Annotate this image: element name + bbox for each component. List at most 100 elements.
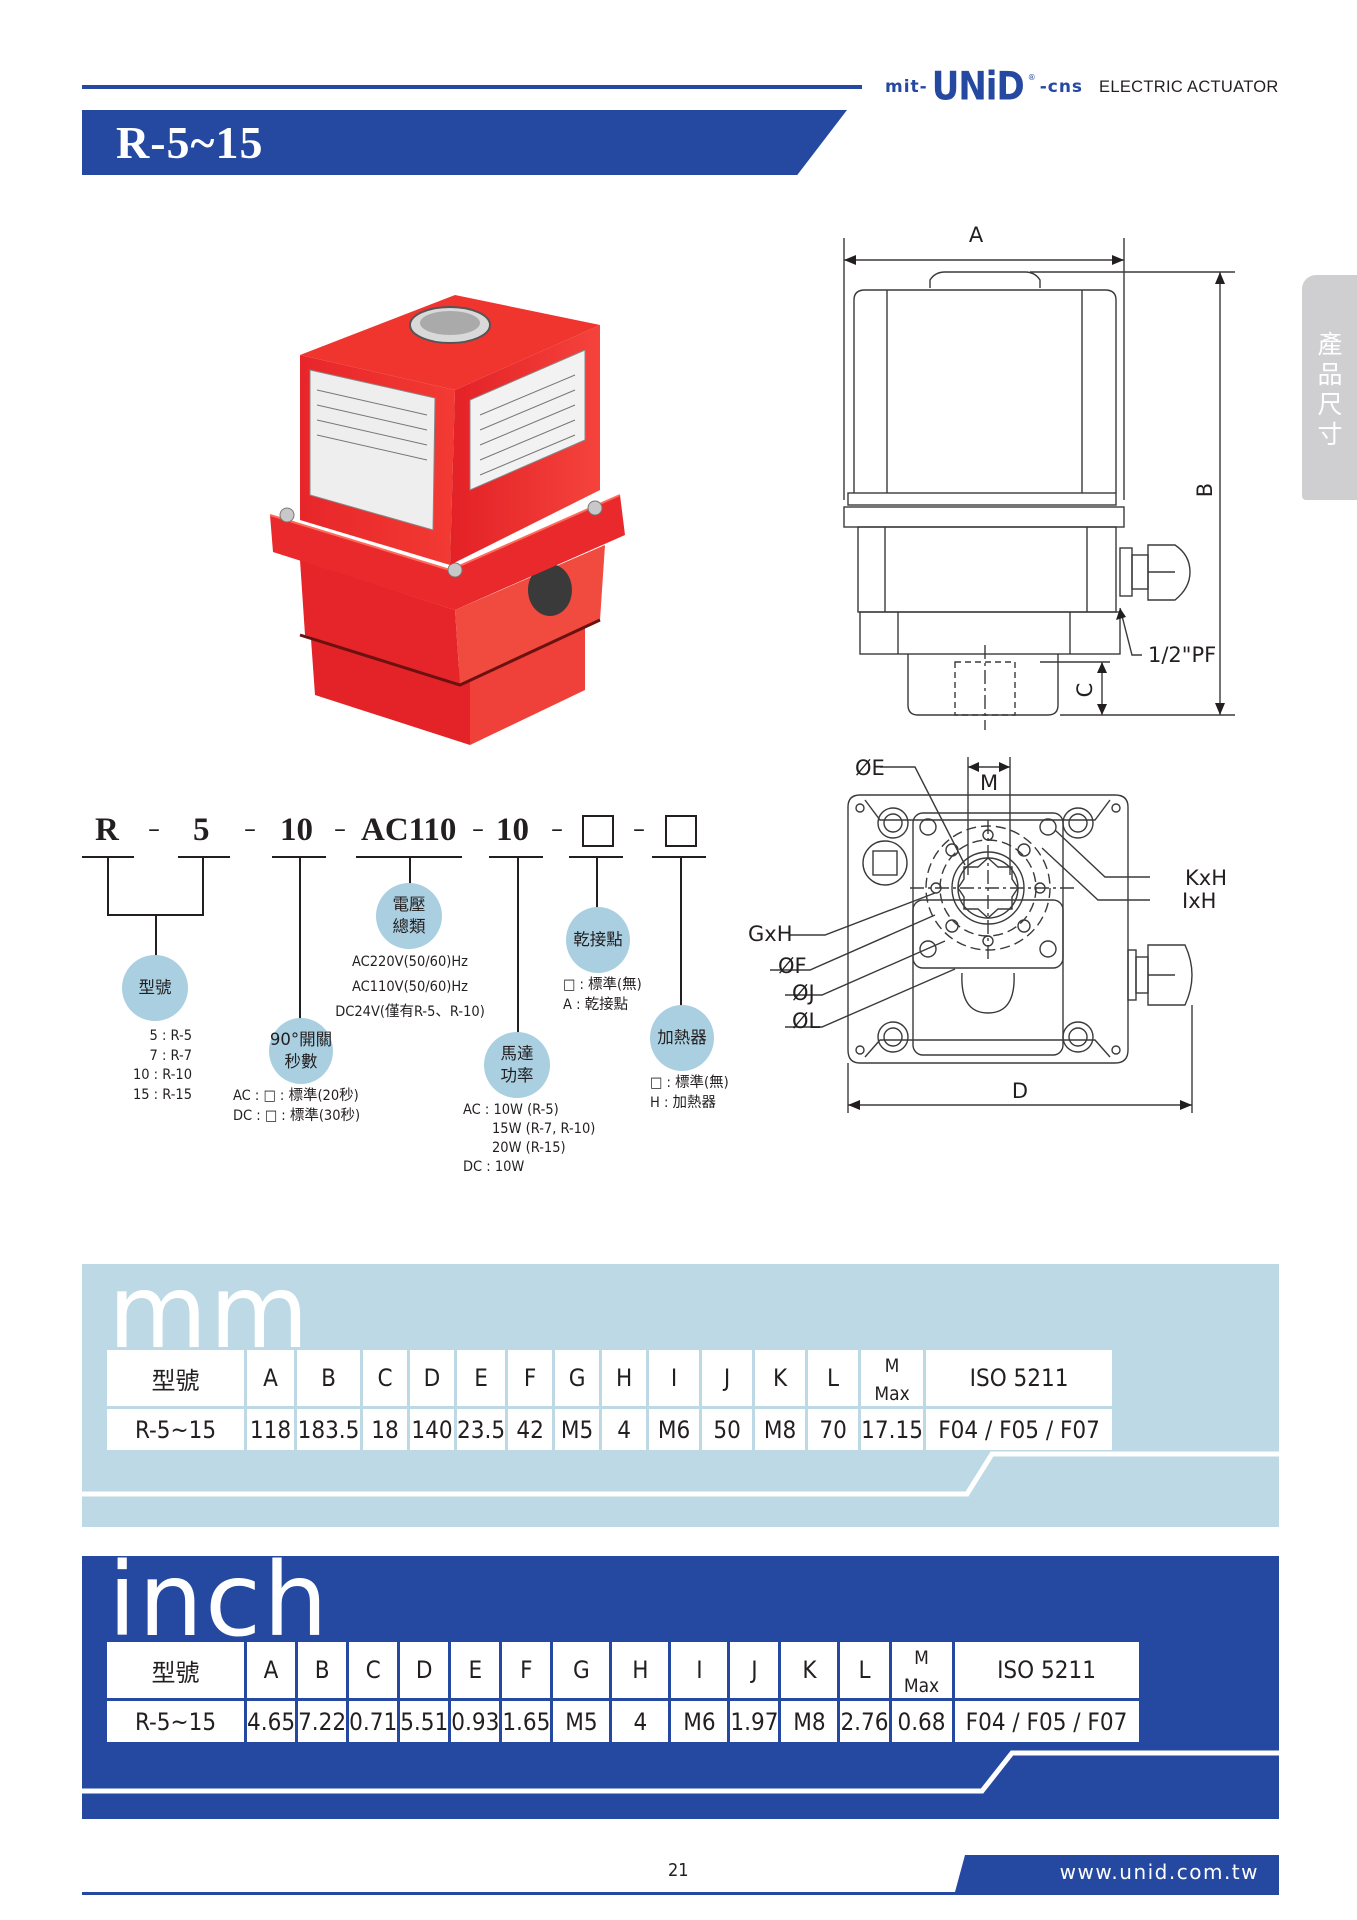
table-cell: 1.65 [502, 1701, 551, 1742]
bubble-motor: 馬達 功率 [484, 1032, 550, 1098]
header-cell: A [247, 1350, 294, 1406]
connector-line [155, 914, 157, 956]
header-cell: L [808, 1350, 859, 1406]
dim-label-j: ØJ [792, 981, 815, 1005]
table-cell: M8 [781, 1701, 838, 1742]
table-cell: 4 [612, 1701, 669, 1742]
table-cell: 140 [410, 1409, 454, 1450]
page-number: 21 [668, 1860, 689, 1881]
table-cell: R-5~15 [107, 1701, 244, 1742]
bottom-view-drawing: ØE M KxH IxH GxH ØF ØJ ØL D [748, 756, 1227, 1113]
table-cell: 18 [363, 1409, 407, 1450]
code-separator: – [334, 815, 346, 843]
table-cell: 17.15 [861, 1409, 924, 1450]
code-separator: – [148, 815, 160, 843]
code-separator: – [472, 815, 484, 843]
table-cell: 50 [702, 1409, 753, 1450]
decor-stripe [82, 1750, 1279, 1794]
code-separator: – [244, 815, 256, 843]
code-box-dry-contact [582, 815, 614, 847]
header-cell: J [730, 1642, 779, 1698]
table-cell: 118 [247, 1409, 294, 1450]
header-cell-m: M Max [861, 1350, 924, 1406]
connector-line [596, 856, 598, 908]
section-side-tab[interactable]: 產品尺寸 [1302, 275, 1357, 500]
connector-line [202, 856, 204, 916]
table-cell: 4.65 [247, 1701, 296, 1742]
header-cell: D [410, 1350, 454, 1406]
header-cell: K [755, 1350, 806, 1406]
motor-notes: AC : 10W (R-5) 15W (R-7, R-10) 20W (R-15… [463, 1102, 596, 1175]
footer-band: www.unid.com.tw [955, 1855, 1279, 1892]
table-cell: 2.76 [840, 1701, 889, 1742]
connector-line [299, 856, 301, 1020]
unit-label-inch: inch [108, 1541, 330, 1660]
dim-label-m: M [980, 771, 998, 795]
header-cell: L [840, 1642, 889, 1698]
header-cell: J [702, 1350, 753, 1406]
code-box-heater [665, 815, 697, 847]
connector-line [517, 856, 519, 1036]
table-cell: 0.71 [349, 1701, 398, 1742]
mm-spec-table: 型號 A B C D E F G H I J K L M Max ISO 521… [104, 1347, 1115, 1453]
header-cell: G [553, 1642, 610, 1698]
header-cell: K [781, 1642, 838, 1698]
table-header-row: 型號 A B C D E F G H I J K L M Max ISO 521… [107, 1642, 1139, 1698]
connector-line [680, 856, 682, 1006]
header-cell: H [612, 1642, 669, 1698]
header-cell: E [451, 1642, 500, 1698]
header-cell: I [671, 1642, 728, 1698]
table-cell: 0.93 [451, 1701, 500, 1742]
connector-line [107, 856, 109, 916]
dim-label-ixh: IxH [1182, 889, 1216, 913]
header-cell: H [602, 1350, 647, 1406]
bubble-heater: 加熱器 [650, 1005, 714, 1071]
header-cell: ISO 5211 [954, 1642, 1139, 1698]
table-cell: M8 [755, 1409, 806, 1450]
code-part-motor: 10 [496, 812, 529, 848]
unit-label-mm: mm [108, 1253, 311, 1372]
code-part-speed: 10 [280, 812, 313, 848]
header-cell-m: M Max [891, 1642, 952, 1698]
side-view-drawing: A B C 1/2"PF [843, 223, 1235, 730]
header-cell: E [457, 1350, 506, 1406]
table-cell: 183.5 [297, 1409, 360, 1450]
bubble-model: 型號 [122, 955, 188, 1021]
code-underline [489, 856, 543, 858]
table-cell: 5.51 [400, 1701, 449, 1742]
dim-label-gxh: GxH [748, 922, 793, 946]
code-part-series: R [95, 812, 119, 848]
heater-notes: □ : 標準(無) H : 加熱器 [650, 1075, 729, 1111]
header-cell: 型號 [107, 1642, 244, 1698]
dim-label-f: ØF [778, 954, 807, 978]
dim-label-kxh: KxH [1185, 866, 1227, 890]
table-cell: 23.5 [457, 1409, 506, 1450]
table-cell: 1.97 [730, 1701, 779, 1742]
header-cell: B [297, 1350, 360, 1406]
header-cell: G [555, 1350, 600, 1406]
dim-label-a: A [969, 223, 984, 247]
code-part-voltage: AC110 [361, 812, 457, 848]
bubble-voltage: 電壓 總類 [376, 883, 442, 949]
table-row: R-5~15 4.65 7.22 0.71 5.51 0.93 1.65 M5 … [107, 1701, 1139, 1742]
registered-mark: ® [1027, 72, 1036, 82]
table-cell: R-5~15 [107, 1409, 244, 1450]
header-cell: F [508, 1350, 553, 1406]
header-cell: 型號 [107, 1350, 244, 1406]
side-tab-label: 產品尺寸 [1317, 330, 1343, 449]
voltage-notes: AC220V(50/60)Hz AC110V(50/60)Hz DC24V(僅有… [335, 954, 485, 1020]
brand-suffix: -cns [1039, 77, 1084, 97]
website-link[interactable]: www.unid.com.tw [1059, 1860, 1259, 1884]
bubble-dry-contact: 乾接點 [566, 907, 630, 973]
brand-logo: mit- UNiD ® -cns ELECTRIC ACTUATOR [885, 64, 1279, 110]
header-cell: B [298, 1642, 347, 1698]
model-notes: 5 : R-5 7 : R-7 10 : R-10 15 : R-15 [132, 1028, 192, 1103]
dim-label-e: ØE [855, 756, 885, 780]
dim-label-d: D [1012, 1079, 1028, 1103]
inch-spec-panel: inch 型號 A B C D E F G H I J K L M Max IS… [82, 1550, 1279, 1819]
table-cell: 4 [602, 1409, 647, 1450]
dim-label-l: ØL [792, 1009, 821, 1033]
table-cell: 7.22 [298, 1701, 347, 1742]
table-cell: F04 / F05 / F07 [926, 1409, 1113, 1450]
dry-contact-notes: □ : 標準(無) A : 乾接點 [563, 977, 642, 1013]
